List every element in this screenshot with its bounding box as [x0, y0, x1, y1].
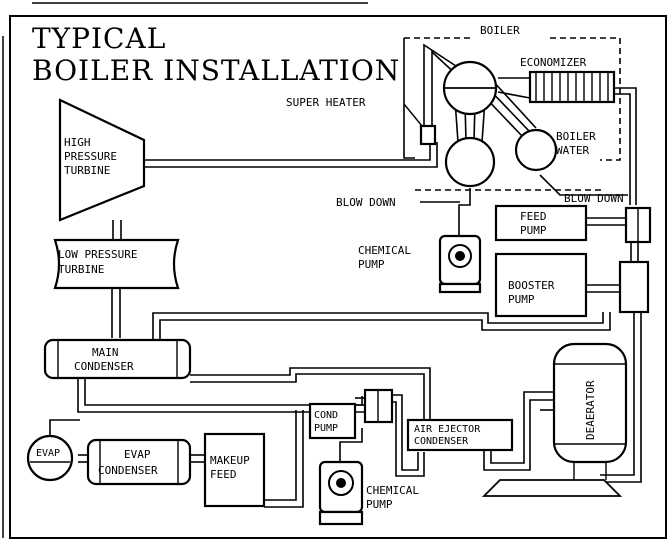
- blow-down-right-label: BLOW DOWN: [564, 192, 624, 205]
- chemical-pump-top: [438, 234, 482, 294]
- mud-drum: [444, 136, 496, 188]
- steam-drum: [442, 60, 498, 116]
- booster-pump-label-1: BOOSTER: [508, 279, 555, 292]
- super-heater-leader: [403, 103, 423, 127]
- cond-pump-label-2: PUMP: [314, 423, 338, 434]
- low-pressure-turbine: [53, 238, 180, 290]
- title-line-2: BOILER INSTALLATION: [32, 54, 400, 87]
- booster-valve: [618, 260, 650, 314]
- boiler-enclosure: [403, 37, 621, 191]
- chemical-pump-top-label-2: PUMP: [358, 258, 385, 271]
- main-condenser: [43, 338, 192, 380]
- boiler-water-label-2: WATER: [556, 144, 589, 157]
- air-ejector-condenser: [406, 418, 514, 452]
- hp-turbine-label-2: PRESSURE: [64, 150, 117, 163]
- economizer-label: ECONOMIZER: [520, 56, 587, 69]
- chemical-pump-top-label-1: CHEMICAL: [358, 244, 411, 257]
- economizer: [528, 70, 616, 104]
- booster-pump-label-2: PUMP: [508, 293, 535, 306]
- blow-down-left-label: BLOW DOWN: [336, 196, 396, 209]
- lp-turbine-label-1: LOW PRESSURE: [58, 248, 137, 261]
- chemical-pump-bottom-label-2: PUMP: [366, 498, 393, 511]
- evap: [26, 434, 74, 482]
- cond-pump-label-1: COND: [314, 410, 338, 421]
- chemical-pump-bottom-label-1: CHEMICAL: [366, 484, 419, 497]
- deaerator-label: DEAERATOR: [584, 380, 597, 440]
- deaerator: [481, 342, 628, 497]
- makeup-feed-label-1: MAKEUP: [210, 454, 250, 467]
- hp-turbine-label-1: HIGH: [64, 136, 91, 149]
- main-condenser-label-2: CONDENSER: [74, 360, 134, 373]
- title-line-1: TYPICAL: [32, 22, 166, 55]
- evap-condenser-label-1: EVAP: [124, 448, 151, 461]
- boiler-water-drum: [514, 128, 558, 172]
- chemical-pump-bottom: [318, 460, 364, 526]
- super-heater-label: SUPER HEATER: [286, 96, 366, 109]
- lp-turbine-label-2: TURBINE: [58, 263, 104, 276]
- main-condenser-label-1: MAIN: [92, 346, 119, 359]
- makeup-feed: [203, 432, 266, 508]
- feed-pump-label-2: PUMP: [520, 224, 547, 237]
- evap-condenser: [86, 438, 192, 486]
- feed-pump: [494, 204, 588, 242]
- high-pressure-turbine: [58, 98, 146, 222]
- cond-pump: [308, 402, 357, 440]
- hp-turbine-label-3: TURBINE: [64, 164, 110, 177]
- booster-pump: [494, 252, 588, 318]
- makeup-feed-label-2: FEED: [210, 468, 237, 481]
- boiler-label: BOILER: [480, 24, 520, 37]
- evap-label: EVAP: [36, 448, 60, 459]
- air-ejector-label-2: CONDENSER: [414, 436, 469, 447]
- air-ejector-label-1: AIR EJECTOR: [414, 424, 481, 435]
- boiler-water-label-1: BOILER: [556, 130, 596, 143]
- evap-condenser-label-2: CONDENSER: [98, 464, 158, 477]
- outer-frame: [9, 15, 667, 539]
- super-heater: [419, 124, 437, 146]
- feed-pump-label-1: FEED: [520, 210, 547, 223]
